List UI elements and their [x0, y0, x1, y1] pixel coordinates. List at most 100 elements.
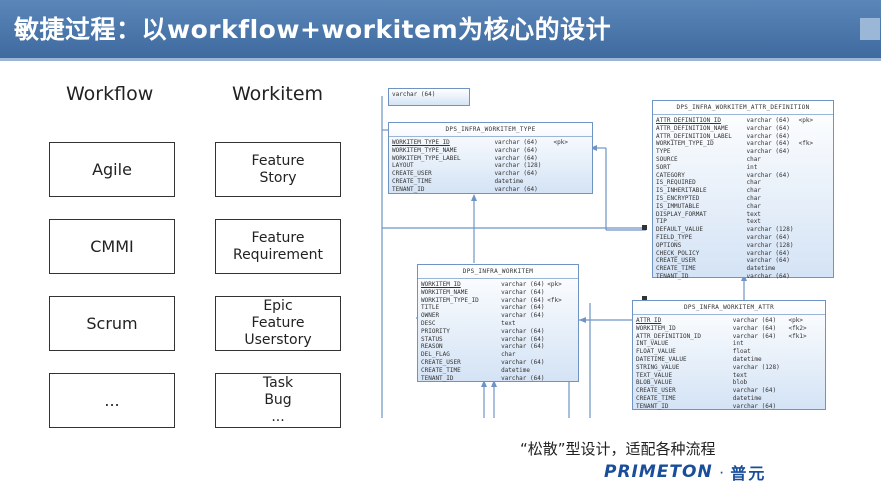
field-key [799, 234, 830, 242]
field-key [547, 351, 575, 359]
workflow-box-more: ... [49, 373, 175, 428]
field-key [547, 312, 575, 320]
workitem-label: Feature [251, 152, 305, 169]
field-type: varchar (64) [501, 358, 545, 366]
field-type: text [732, 371, 748, 379]
field-key [789, 356, 822, 364]
field-key [799, 195, 830, 203]
field-type: varchar (64) [501, 296, 545, 304]
field-key [547, 343, 575, 351]
field-name: DISPLAY_FORMAT [656, 210, 707, 218]
workflow-header: Workflow [66, 83, 154, 105]
field-key [799, 164, 830, 172]
field-key [547, 359, 575, 367]
field-name: TENANT_ID [392, 185, 425, 193]
workitem-label: Bug [264, 392, 292, 408]
field-type: text [501, 319, 516, 327]
title-bar: 敏捷过程：以workflow+workitem为核心的设计 [0, 0, 881, 58]
field-name: REASON [421, 343, 443, 351]
field-name: SOURCE [656, 155, 678, 163]
field-type: varchar (128) [732, 363, 780, 371]
entity-field-row: TIP text [656, 218, 830, 226]
field-name: CREATE_USER [392, 170, 432, 178]
field-name: TITLE [421, 304, 440, 312]
field-key [789, 340, 822, 348]
field-key [554, 186, 589, 194]
field-type: char [746, 179, 761, 187]
slide-title: 敏捷过程：以workflow+workitem为核心的设计 [14, 15, 612, 44]
field-name: PRIORITY [421, 327, 450, 335]
field-key [554, 162, 589, 170]
field-type: varchar (64) [392, 91, 436, 98]
field-key [547, 289, 575, 297]
field-key: <pk> [547, 281, 562, 288]
field-name: CREATE_USER [421, 358, 461, 366]
workitem-label: Task [262, 375, 294, 391]
field-name: FLOAT_VALUE [636, 348, 676, 356]
field-name: DESC [421, 319, 436, 327]
workitem-label: Feature [251, 315, 305, 331]
field-key [554, 155, 589, 163]
field-name: CATEGORY [656, 171, 685, 179]
field-type: float [732, 348, 751, 356]
field-type: char [746, 187, 761, 195]
workflow-label: Agile [92, 160, 132, 179]
workitem-label: Epic [263, 298, 293, 314]
field-type: datetime [732, 394, 762, 402]
field-name: ATTR_DEFINITION_NAME [656, 124, 729, 132]
entity-title: DPS_INFRA_WORKITEM [418, 265, 578, 279]
field-type: varchar (64) [501, 335, 545, 343]
field-type: varchar (64) [494, 139, 538, 146]
field-type: varchar (64) [732, 402, 777, 410]
field-name: ATTR_DEFINITION_LABEL [656, 132, 732, 140]
field-type: varchar (64) [494, 170, 538, 178]
field-type: varchar (64) [494, 154, 538, 162]
field-name: LAYOUT [392, 162, 414, 170]
field-type: datetime [501, 366, 530, 374]
field-key [799, 257, 830, 265]
field-name: WORKITEM_TYPE_ID [656, 140, 714, 148]
field-name: OWNER [421, 312, 440, 320]
field-key [799, 211, 830, 219]
field-name: TEXT_VALUE [636, 371, 673, 379]
workflow-label: CMMI [90, 237, 134, 256]
field-key [554, 178, 589, 186]
field-name: TIP [656, 218, 667, 226]
field-name: CREATE_TIME [636, 394, 676, 402]
field-key [554, 147, 589, 155]
entity-title: DPS_INFRA_WORKITEM_ATTR_DEFINITION [653, 101, 833, 115]
field-key [799, 242, 830, 250]
entity-field-row: CREATE_USER varchar (64) [392, 170, 589, 178]
field-key [789, 379, 822, 387]
field-key [799, 250, 830, 258]
field-name: CREATE_USER [656, 257, 696, 265]
slide-caption: “松散”型设计，适配各种流程 [520, 440, 716, 458]
field-name: STATUS [421, 335, 443, 343]
field-key [799, 218, 830, 226]
field-type: text [746, 218, 761, 226]
field-key [789, 372, 822, 380]
field-name: CREATE_USER [636, 387, 676, 395]
